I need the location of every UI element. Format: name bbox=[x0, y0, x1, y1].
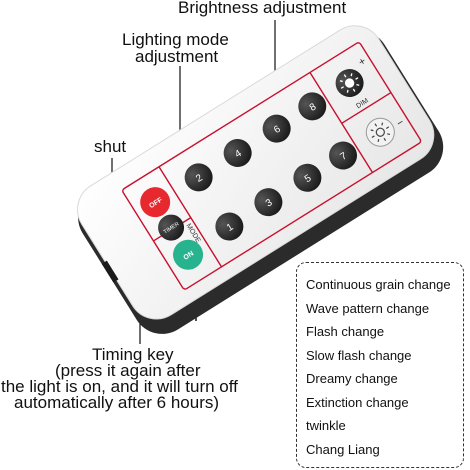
brightness-up-button[interactable] bbox=[330, 64, 369, 103]
brightness-down-button[interactable] bbox=[361, 113, 400, 152]
number-button-3[interactable]: 3 bbox=[249, 183, 288, 222]
number-button-5[interactable]: 5 bbox=[288, 159, 327, 198]
number-button-5-label: 5 bbox=[303, 173, 314, 186]
brightness-callout: Brightness adjustment bbox=[178, 0, 347, 17]
mode-item: Chang Liang bbox=[306, 442, 380, 457]
mode-item: Slow flash change bbox=[306, 348, 412, 363]
mode-item: twinkle bbox=[306, 418, 346, 433]
battery-slot bbox=[101, 260, 119, 283]
timing-key-callout: Timing key bbox=[92, 345, 174, 364]
number-button-6-label: 6 bbox=[272, 124, 283, 137]
sun-bright-icon bbox=[339, 73, 360, 93]
number-button-8-label: 8 bbox=[308, 101, 319, 114]
timing-key-note-line3: the light is on, and it will turn off bbox=[1, 377, 238, 396]
mode-item: Flash change bbox=[306, 324, 385, 339]
mode-item: Continuous grain change bbox=[306, 277, 451, 292]
number-button-2[interactable]: 2 bbox=[179, 158, 218, 197]
shut-callout: shut bbox=[94, 137, 127, 156]
minus-label: − bbox=[395, 116, 407, 130]
lighting-mode-callout-line1: Lighting mode bbox=[122, 30, 229, 49]
mode-item: Wave pattern change bbox=[306, 301, 430, 316]
mode-item: Dreamy change bbox=[306, 371, 398, 386]
number-button-2-label: 2 bbox=[194, 172, 205, 185]
on-button-label: ON bbox=[183, 250, 196, 262]
number-button-6[interactable]: 6 bbox=[257, 109, 296, 148]
number-button-4[interactable]: 4 bbox=[218, 134, 257, 173]
plus-label: + bbox=[357, 55, 369, 69]
number-button-8[interactable]: 8 bbox=[293, 87, 332, 126]
lighting-modes-box: Continuous grain change Wave pattern cha… bbox=[296, 262, 464, 468]
number-button-7-label: 7 bbox=[339, 150, 350, 163]
number-button-7[interactable]: 7 bbox=[324, 136, 363, 175]
timing-key-note-line4: automatically after 6 hours) bbox=[14, 393, 220, 412]
number-button-3-label: 3 bbox=[264, 197, 275, 210]
number-button-1[interactable]: 1 bbox=[210, 207, 249, 246]
lighting-mode-callout-line2: adjustment bbox=[135, 47, 219, 66]
timing-key-note-line2: (press it again after bbox=[55, 361, 201, 380]
timer-button[interactable]: TIMER bbox=[153, 210, 189, 246]
mode-item: Extinction change bbox=[306, 395, 409, 410]
number-button-1-label: 1 bbox=[225, 221, 236, 234]
remote-body: MODE DIM + − OFF TIMER ON 1 2 3 4 5 6 7 … bbox=[77, 25, 444, 334]
on-button[interactable]: ON bbox=[167, 234, 208, 275]
number-button-4-label: 4 bbox=[233, 148, 244, 161]
sun-dim-icon bbox=[370, 122, 391, 143]
off-button[interactable]: OFF bbox=[135, 181, 176, 222]
